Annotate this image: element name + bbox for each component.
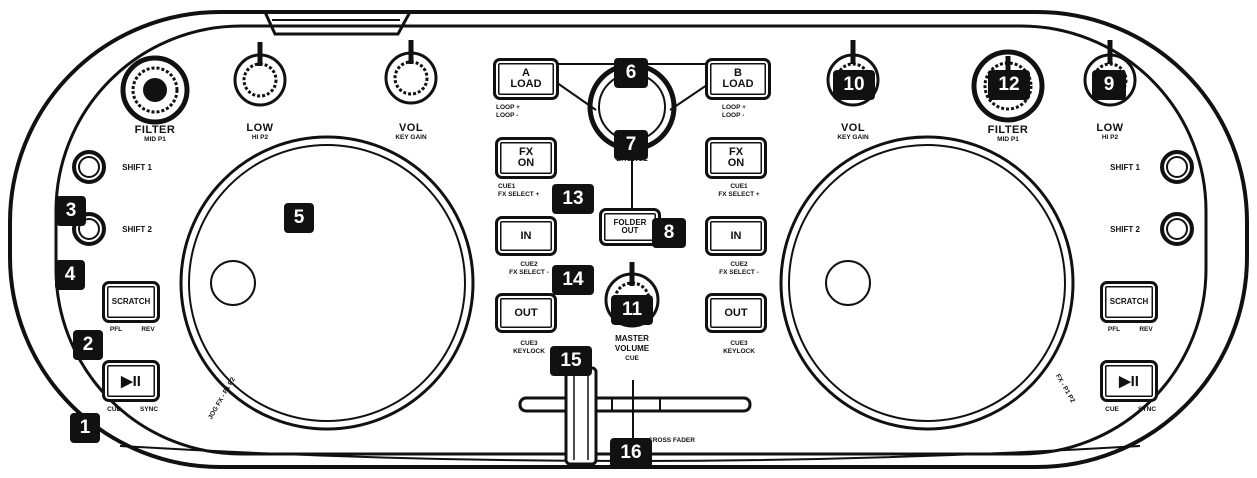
vol-label-right: VOL: [840, 122, 866, 134]
master-label-line2: VOLUME: [614, 344, 650, 353]
callout-7: 7: [614, 130, 648, 160]
scratch-button-right[interactable]: SCRATCH: [1100, 281, 1158, 323]
load-a-caption2: LOOP -: [496, 112, 519, 119]
callout-15: 15: [550, 346, 592, 376]
sync-label-right: SYNC: [1137, 406, 1157, 413]
callout-4: 4: [55, 260, 85, 290]
scratch-button-left[interactable]: SCRATCH: [102, 281, 160, 323]
callout-5: 5: [284, 203, 314, 233]
fx-right-caption1: CUE1: [730, 183, 748, 190]
shift1-label-left: SHIFT 1: [122, 163, 152, 172]
out-right-caption2: KEYLOCK: [723, 348, 755, 355]
out-button-right[interactable]: OUT: [705, 293, 767, 333]
rev-label-right: REV: [1139, 326, 1153, 333]
in-right-caption2: FX SELECT -: [719, 269, 759, 276]
fx-left-caption2: FX SELECT +: [498, 191, 540, 198]
pfl-label-right: PFL: [1107, 326, 1121, 333]
pfl-label-left: PFL: [109, 326, 123, 333]
callout-16: 16: [610, 438, 652, 468]
vol-sub-left: KEY GAIN: [395, 134, 427, 141]
filter-sub-left: MID P1: [144, 136, 166, 143]
filter-label-right: FILTER: [987, 124, 1029, 136]
crossfader-label: CROSS FADER: [648, 437, 695, 444]
callout-1: 1: [70, 413, 100, 443]
out-left-caption2: KEYLOCK: [513, 348, 545, 355]
low-sub-left: HI P2: [251, 134, 269, 141]
out-left-caption1: CUE3: [520, 340, 538, 347]
callout-6: 6: [614, 58, 648, 88]
filter-sub-right: MID P1: [997, 136, 1019, 143]
out-button-left[interactable]: OUT: [495, 293, 557, 333]
play-pause-button-left[interactable]: ▶II: [102, 360, 160, 402]
vol-sub-right: KEY GAIN: [837, 134, 869, 141]
load-b-caption2: LOOP -: [722, 112, 745, 119]
shift2-button-right[interactable]: [1160, 212, 1194, 246]
callout-2: 2: [73, 330, 103, 360]
low-sub-right: HI P2: [1101, 134, 1119, 141]
master-label-line1: MASTER: [615, 334, 649, 343]
vol-label-left: VOL: [398, 122, 424, 134]
shift2-label-right: SHIFT 2: [1110, 225, 1140, 234]
in-button-left[interactable]: IN: [495, 216, 557, 256]
shift2-label-left: SHIFT 2: [122, 225, 152, 234]
shift1-label-right: SHIFT 1: [1110, 163, 1140, 172]
shift2-button-left[interactable]: [72, 212, 106, 246]
in-button-right[interactable]: IN: [705, 216, 767, 256]
load-a-caption1: LOOP +: [496, 104, 520, 111]
load-b-caption1: LOOP +: [722, 104, 746, 111]
jog-wheels: [179, 135, 1075, 431]
filter-label-left: FILTER: [134, 124, 176, 136]
master-label-line3: CUE: [625, 355, 639, 362]
sync-label-left: SYNC: [139, 406, 159, 413]
callout-10: 10: [833, 70, 875, 100]
callout-13: 13: [552, 184, 594, 214]
play-pause-button-right[interactable]: ▶II: [1100, 360, 1158, 402]
cue-label-right: CUE: [1105, 406, 1119, 413]
shift1-button-right[interactable]: [1160, 150, 1194, 184]
out-right-caption1: CUE3: [730, 340, 748, 347]
cue-label-left: CUE: [107, 406, 121, 413]
callout-3: 3: [56, 196, 86, 226]
callout-8: 8: [652, 218, 686, 248]
in-right-caption1: CUE2: [730, 261, 748, 268]
shift1-button-left[interactable]: [72, 150, 106, 184]
low-label-left: LOW: [246, 122, 274, 134]
fx-left-caption1: CUE1: [498, 183, 516, 190]
callout-9: 9: [1092, 70, 1126, 100]
in-left-caption2: FX SELECT -: [509, 269, 549, 276]
fx-right-caption2: FX SELECT +: [718, 191, 760, 198]
rev-label-left: REV: [141, 326, 155, 333]
callout-12: 12: [988, 70, 1030, 100]
low-label-right: LOW: [1096, 122, 1124, 134]
callout-11: 11: [611, 295, 653, 325]
callout-14: 14: [552, 265, 594, 295]
in-left-caption1: CUE2: [520, 261, 538, 268]
